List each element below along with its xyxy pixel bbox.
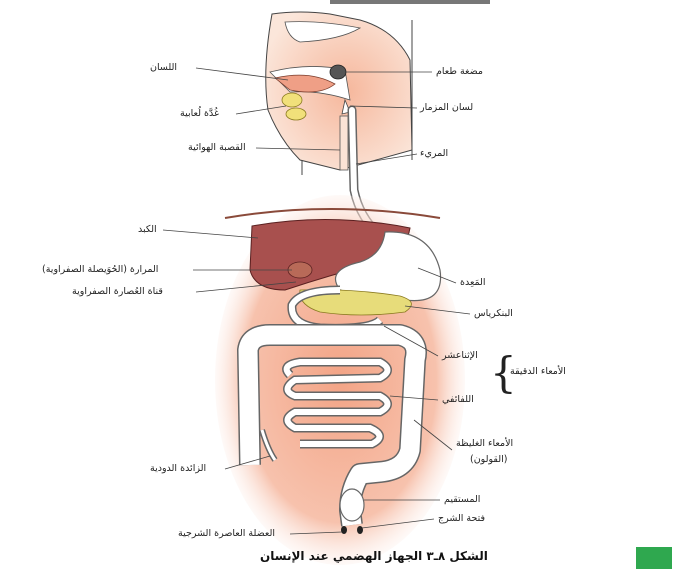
label-ileum: اللفائفي — [442, 394, 474, 405]
leader-lines — [162, 67, 471, 535]
label-pancreas: البنكرياس — [474, 308, 513, 319]
label-salivary-gland: غُدَّة لُعابية — [180, 108, 219, 119]
rectum — [339, 488, 365, 522]
anal-sphincter — [341, 526, 363, 534]
label-stomach: المَعِدة — [460, 277, 486, 288]
small-intestine — [282, 357, 392, 449]
label-anus: فتحة الشرج — [438, 513, 486, 524]
label-liver: الكبد — [138, 224, 157, 235]
label-small-intestine: الأمعاء الدقيقة — [510, 366, 566, 377]
label-gallbladder: المرارة (الحُوَيصلة الصفراوية) — [42, 264, 159, 275]
label-food-bolus: مضغة طعام — [436, 66, 483, 77]
page-marker — [636, 547, 672, 569]
label-large-intestine-2: (القولون) — [470, 454, 508, 465]
label-bile-duct: قناة العُصارة الصفراوية — [72, 286, 163, 297]
figure-caption: الشكل ٨ـ٣ الجهاز الهضمي عند الإنسان — [260, 549, 488, 563]
brace-icon: { — [490, 348, 517, 397]
diaphragm — [224, 208, 441, 219]
label-rectum: المستقيم — [444, 494, 481, 505]
label-trachea: القصبة الهوائية — [188, 142, 246, 153]
label-duodenum: الإثناعشر — [442, 350, 478, 361]
label-esophagus: المريء — [420, 148, 449, 159]
label-tongue: اللسان — [150, 62, 178, 73]
label-appendix: الزائدة الدودية — [150, 463, 207, 474]
label-epiglottis: لسان المزمار — [420, 102, 474, 113]
label-sphincter: العضلة العاصرة الشرجية — [178, 528, 276, 539]
label-large-intestine-1: الأمعاء الغليظة — [456, 438, 514, 449]
top-text-fragment — [330, 0, 490, 4]
pancreas — [299, 289, 412, 316]
head — [265, 11, 413, 175]
